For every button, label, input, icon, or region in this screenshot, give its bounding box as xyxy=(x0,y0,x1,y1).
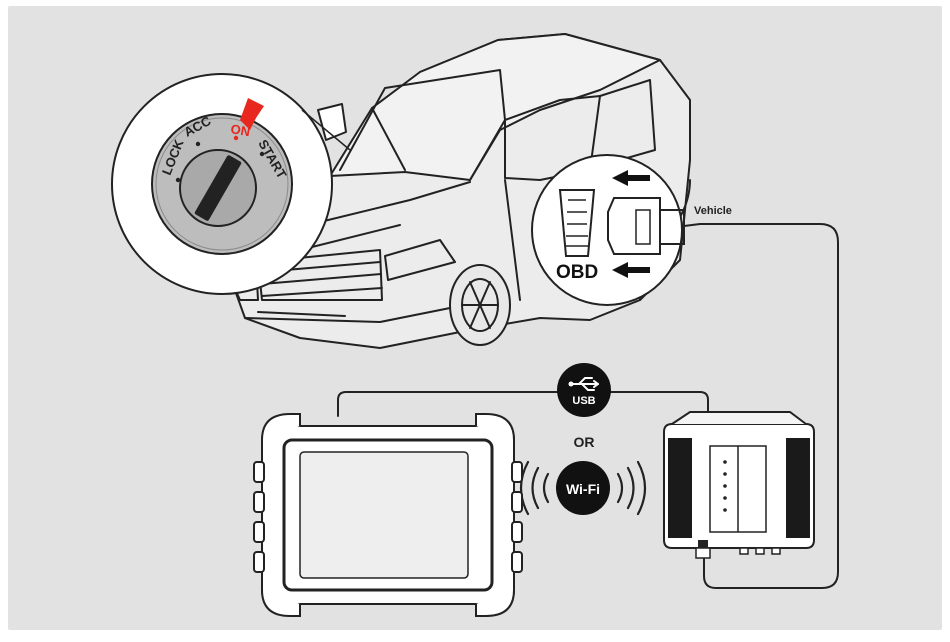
or-label: OR xyxy=(574,434,595,450)
vehicle-cable-label: Vehicle xyxy=(694,205,732,217)
obd-label: OBD xyxy=(556,262,598,283)
usb-label: USB xyxy=(572,395,595,407)
vci-box xyxy=(664,412,814,558)
obd-connector xyxy=(608,198,660,254)
diagnostic-tablet xyxy=(254,414,522,616)
usb-badge xyxy=(557,363,611,417)
tablet-screen xyxy=(300,452,468,578)
wifi-label: Wi-Fi xyxy=(566,481,600,497)
obd-callout: OBD xyxy=(532,155,684,305)
